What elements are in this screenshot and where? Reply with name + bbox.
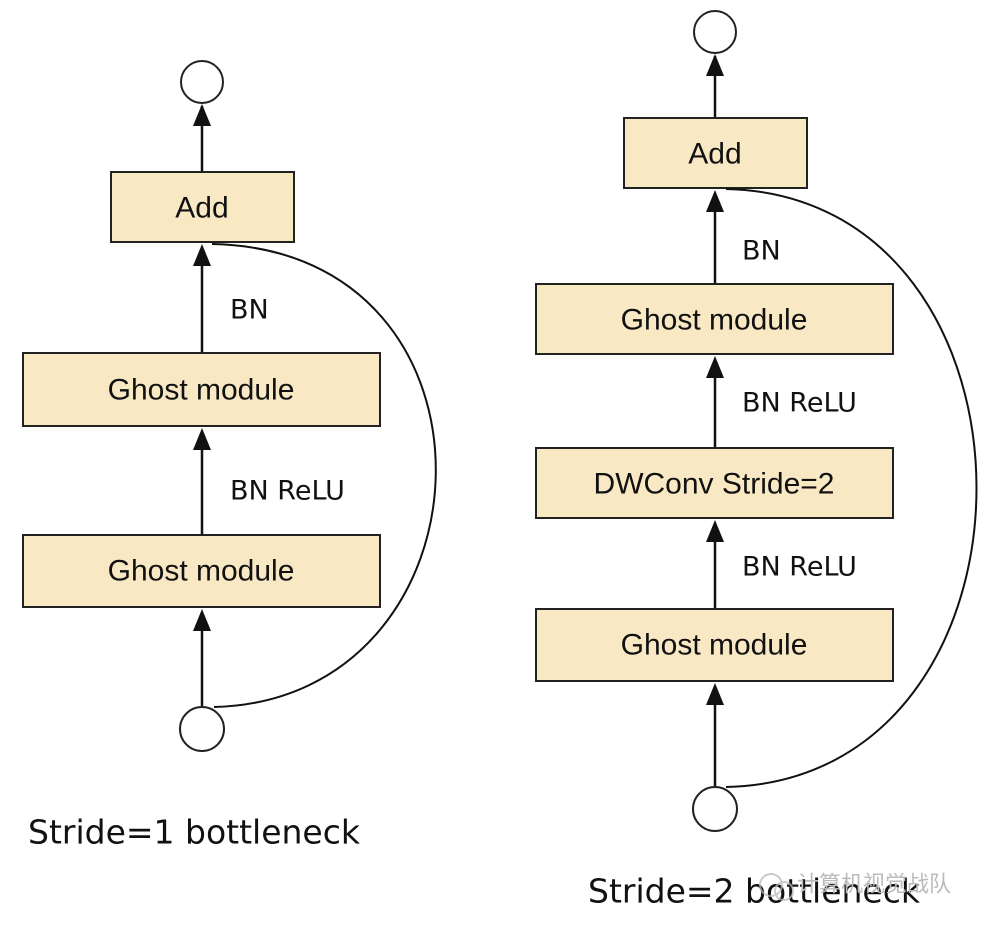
right-ghost-module-top-box	[535, 283, 894, 355]
left-ghost-module-bottom-label: Ghost module	[108, 555, 295, 588]
right-edge-bn-label: BN	[742, 236, 781, 267]
left-arrowhead-module-bottom	[193, 609, 211, 631]
watermark-text: 计算机视觉战队	[797, 873, 951, 898]
left-ghost-module-bottom-box	[22, 534, 381, 608]
right-input-node	[692, 786, 738, 832]
right-output-node	[693, 10, 737, 54]
right-edge-bn-relu-lower-label: BN ReLU	[742, 552, 857, 583]
right-arrowhead-module-bottom	[706, 683, 724, 705]
left-input-node	[179, 706, 225, 752]
left-ghost-module-top-label: Ghost module	[108, 374, 295, 407]
left-skip-connection	[211, 243, 437, 708]
left-arrowhead-module-top	[193, 428, 211, 450]
left-add-label: Add	[175, 192, 228, 225]
left-output-node	[180, 60, 224, 104]
right-ghost-module-top-label: Ghost module	[621, 304, 808, 337]
right-add-label: Add	[688, 138, 741, 171]
right-dwconv-label: DWConv Stride=2	[594, 468, 835, 501]
left-edge-bn-relu-label: BN ReLU	[230, 476, 345, 507]
left-edge-bn-label: BN	[230, 295, 269, 326]
right-skip-connection	[725, 188, 978, 788]
right-caption: Stride=2 bottleneck	[588, 872, 921, 911]
right-arrowhead-output	[706, 54, 724, 76]
right-edge-bn-relu-upper-label: BN ReLU	[742, 388, 857, 419]
stride1-bottleneck: Add BN Ghost module BN ReLU Ghost module…	[22, 60, 437, 852]
left-caption: Stride=1 bottleneck	[28, 813, 361, 852]
right-arrowhead-add	[706, 190, 724, 212]
right-arrowhead-module-top	[706, 356, 724, 378]
stride2-bottleneck: Add BN Ghost module BN ReLU DWConv Strid…	[535, 10, 978, 911]
right-ghost-module-bottom-box	[535, 608, 894, 682]
watermark: 计算机视觉战队	[759, 873, 951, 901]
left-arrowhead-add	[193, 244, 211, 266]
right-dwconv-box	[535, 447, 894, 519]
right-arrowhead-dwconv	[706, 520, 724, 542]
right-add-box	[623, 117, 808, 189]
left-ghost-module-top-box	[22, 352, 381, 427]
wechat-icon	[759, 873, 794, 901]
left-arrowhead-output	[193, 104, 211, 126]
left-add-box	[110, 171, 295, 243]
right-ghost-module-bottom-label: Ghost module	[621, 629, 808, 662]
